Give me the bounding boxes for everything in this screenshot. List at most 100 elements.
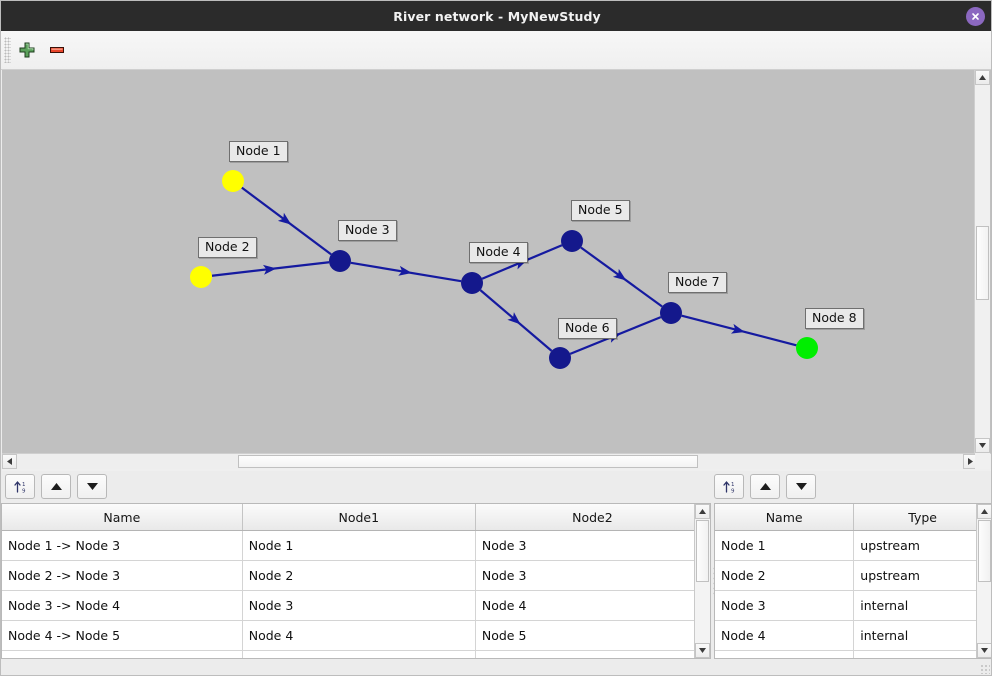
node-scroll-up-button[interactable]: [977, 504, 991, 519]
column-header[interactable]: Node1: [242, 504, 476, 531]
table-row[interactable]: [2, 650, 710, 658]
table-cell[interactable]: [2, 650, 243, 658]
table-cell[interactable]: upstream: [853, 560, 991, 591]
edge-direction-arrow: [507, 312, 521, 325]
table-cell[interactable]: Node 3: [715, 590, 855, 621]
edge-layer: [211, 186, 797, 355]
graph-node[interactable]: [561, 230, 583, 252]
edge-direction-arrow: [612, 268, 627, 281]
table-cell[interactable]: Node 4: [475, 590, 710, 621]
graph-vscroll-thumb[interactable]: [976, 226, 989, 300]
graph-node[interactable]: [660, 302, 682, 324]
remove-minus-icon: [50, 47, 64, 53]
node-scroll-down-button[interactable]: [977, 643, 991, 658]
table-cell[interactable]: Node 2 -> Node 3: [2, 560, 243, 591]
branch-move-up-button[interactable]: [41, 473, 71, 499]
graph-node[interactable]: [461, 272, 483, 294]
table-row[interactable]: [715, 650, 991, 658]
scroll-up-button[interactable]: [975, 70, 990, 85]
graph-hscroll-thumb[interactable]: [238, 455, 698, 468]
column-header[interactable]: Name: [715, 504, 855, 531]
table-cell[interactable]: [853, 650, 991, 658]
arrow-up-icon: [50, 482, 62, 490]
node-label[interactable]: Node 5: [571, 200, 630, 221]
chevron-left-icon: [7, 458, 12, 465]
graph-node[interactable]: [190, 266, 212, 288]
graph-node[interactable]: [796, 337, 818, 359]
svg-text:9: 9: [22, 488, 26, 494]
node-sort-button[interactable]: 1 9: [714, 473, 744, 499]
table-cell[interactable]: Node 3: [475, 530, 710, 561]
table-cell[interactable]: Node 3: [242, 590, 476, 621]
table-cell[interactable]: Node 4 -> Node 5: [2, 620, 243, 651]
edge-direction-arrow: [262, 264, 277, 275]
branch-table-scrollbar[interactable]: [694, 504, 710, 658]
node-scroll-thumb[interactable]: [978, 520, 991, 582]
remove-node-button[interactable]: [43, 36, 71, 64]
table-cell[interactable]: Node 5: [475, 620, 710, 651]
node-label[interactable]: Node 8: [805, 308, 864, 329]
table-cell[interactable]: internal: [853, 620, 991, 651]
chevron-right-icon: [968, 458, 973, 465]
network-graph-canvas[interactable]: Node 1 Node 2 Node 3 Node 4 Node 5 Node 6 Node…: [2, 70, 991, 453]
table-cell[interactable]: Node 1: [715, 530, 855, 561]
toolbar-drag-handle[interactable]: [4, 37, 11, 63]
graph-horizontal-scrollbar[interactable]: [2, 453, 991, 470]
table-cell[interactable]: Node 4: [242, 620, 476, 651]
graph-node[interactable]: [329, 250, 351, 272]
branch-scroll-up-button[interactable]: [695, 504, 710, 519]
table-cell[interactable]: internal: [853, 590, 991, 621]
table-cell[interactable]: Node 2: [242, 560, 476, 591]
node-label[interactable]: Node 6: [558, 318, 617, 339]
graph-node[interactable]: [222, 170, 244, 192]
resize-grip[interactable]: [980, 664, 990, 674]
table-cell[interactable]: Node 1: [242, 530, 476, 561]
edge-direction-arrow: [277, 212, 292, 225]
graph-node[interactable]: [549, 347, 571, 369]
close-button[interactable]: [966, 7, 985, 26]
node-label[interactable]: Node 2: [198, 237, 257, 258]
table-cell[interactable]: [715, 650, 855, 658]
table-cell[interactable]: upstream: [853, 530, 991, 561]
table-cell[interactable]: [242, 650, 476, 658]
scroll-down-button[interactable]: [975, 438, 990, 453]
node-move-up-button[interactable]: [750, 473, 780, 499]
branch-scroll-thumb[interactable]: [696, 520, 709, 582]
table-cell[interactable]: Node 4: [715, 620, 855, 651]
branch-scroll-down-button[interactable]: [695, 643, 710, 658]
graph-vertical-scrollbar[interactable]: [974, 70, 990, 453]
table-cell[interactable]: Node 1 -> Node 3: [2, 530, 243, 561]
table-cell[interactable]: Node 2: [715, 560, 855, 591]
edge-direction-arrow: [730, 323, 745, 334]
column-header[interactable]: Name: [2, 504, 243, 531]
node-label[interactable]: Node 7: [668, 272, 727, 293]
node-label[interactable]: Node 1: [229, 141, 288, 162]
column-header[interactable]: Type: [853, 504, 991, 531]
scroll-left-button[interactable]: [2, 454, 17, 469]
node-label[interactable]: Node 3: [338, 220, 397, 241]
table-cell[interactable]: Node 3: [475, 560, 710, 591]
branch-move-down-button[interactable]: [77, 473, 107, 499]
node-move-down-button[interactable]: [786, 473, 816, 499]
table-cell[interactable]: Node 3 -> Node 4: [2, 590, 243, 621]
node-label[interactable]: Node 4: [469, 242, 528, 263]
add-node-button[interactable]: [13, 36, 41, 64]
branch-sort-button[interactable]: 1 9: [5, 473, 35, 499]
table-cell[interactable]: [475, 650, 710, 658]
column-header[interactable]: Node2: [475, 504, 710, 531]
node-table-scrollbar[interactable]: [976, 504, 991, 658]
chevron-up-icon: [979, 75, 986, 80]
